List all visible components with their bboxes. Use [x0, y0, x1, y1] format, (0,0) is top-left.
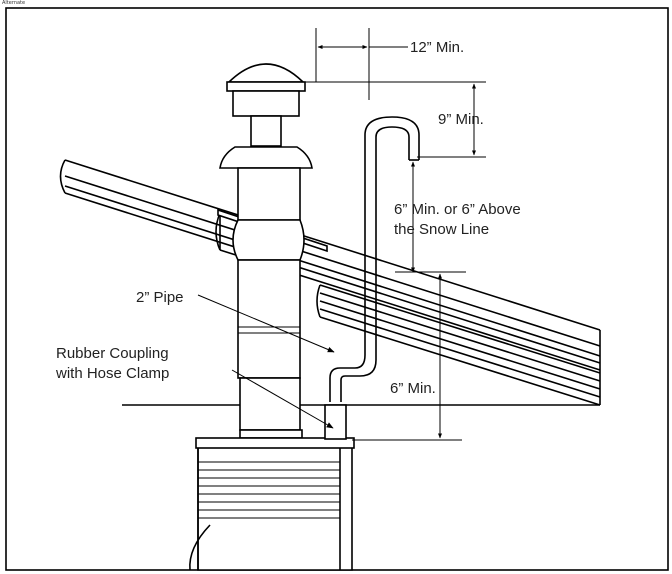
label-snow-line-2: the Snow Line: [394, 221, 489, 238]
roof: [59, 159, 601, 406]
label-rubber-coupling-2: with Hose Clamp: [55, 365, 169, 382]
pipe-leader-arrow: [197, 294, 335, 353]
label-rubber-coupling-1: Rubber Coupling: [56, 345, 169, 362]
foundation-block: [189, 437, 355, 571]
coupling-leader-arrow: [231, 369, 334, 429]
label-12in-min: 12” Min.: [410, 39, 464, 56]
label-snow-line-1: 6” Min. or 6” Above: [394, 201, 521, 218]
vent-stack: [219, 63, 313, 439]
corner-label: Alternate: [2, 0, 26, 6]
dimension-6in: [352, 273, 462, 441]
label-2in-pipe: 2” Pipe: [136, 289, 184, 306]
dimension-9in: [297, 81, 486, 158]
dimension-snow-line: [395, 161, 466, 273]
intake-pipe: [324, 116, 420, 440]
label-6in-min: 6” Min.: [390, 380, 436, 397]
label-9in-min: 9” Min.: [438, 111, 484, 128]
dimension-12in: [315, 28, 408, 100]
